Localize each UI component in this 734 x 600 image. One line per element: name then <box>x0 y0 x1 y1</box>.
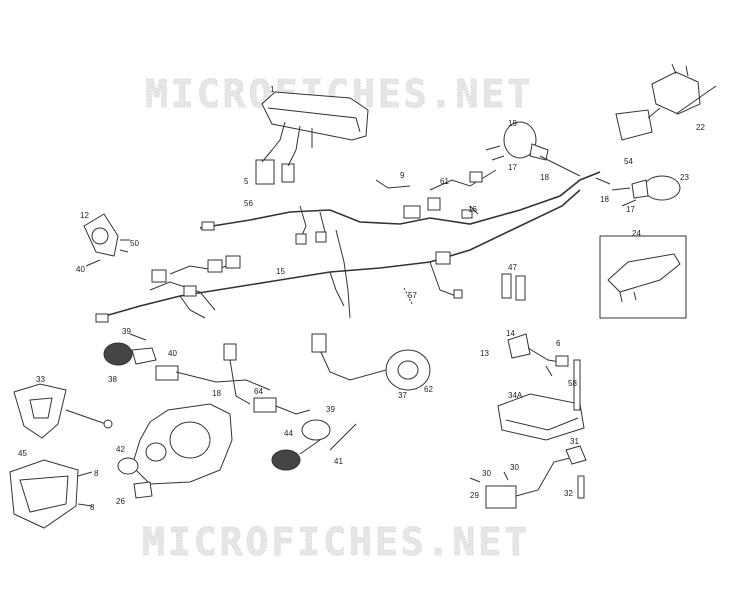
callout-29: 29 <box>470 491 479 500</box>
callout-23: 23 <box>680 173 689 182</box>
callout-31: 31 <box>570 437 579 446</box>
callout-45: 45 <box>18 449 27 458</box>
callout-64: 64 <box>254 387 263 396</box>
cdi-unit <box>497 393 585 441</box>
ignition-switch <box>223 333 431 405</box>
callout-50: 50 <box>130 239 139 248</box>
relays <box>501 273 526 301</box>
callout-30: 30 <box>482 469 491 478</box>
callout-38: 38 <box>108 375 117 384</box>
callout-12: 12 <box>80 211 89 220</box>
flasher-relay-and-rear-signal <box>253 397 357 471</box>
callout-40b: 40 <box>168 349 177 358</box>
callout-16: 16 <box>468 205 477 214</box>
callout-30b: 30 <box>510 463 519 472</box>
callout-39b: 39 <box>326 405 335 414</box>
tail-light-assembly <box>599 235 687 319</box>
callout-57: 57 <box>408 291 417 300</box>
callout-18: 18 <box>540 173 549 182</box>
callout-17: 17 <box>508 163 517 172</box>
callout-8: 8 <box>94 469 99 478</box>
sub-wires <box>375 169 497 191</box>
voltage-regulator <box>507 333 569 377</box>
headlight-bulb <box>103 333 271 391</box>
callout-18b: 18 <box>600 195 609 204</box>
callout-61: 61 <box>440 177 449 186</box>
guide-57 <box>403 287 413 305</box>
callout-42: 42 <box>116 445 125 454</box>
callout-62: 62 <box>424 385 433 394</box>
front-cowl <box>13 383 113 439</box>
callout-24: 24 <box>632 229 641 238</box>
callout-15: 15 <box>276 267 285 276</box>
mounting-stay <box>573 359 581 411</box>
callout-40: 40 <box>76 265 85 274</box>
turn-signal-right <box>611 175 681 207</box>
callout-9: 9 <box>400 171 405 180</box>
callout-44: 44 <box>284 429 293 438</box>
callout-8b: 8 <box>90 503 95 512</box>
callout-13: 13 <box>480 349 489 358</box>
callout-41: 41 <box>334 457 343 466</box>
callout-58: 58 <box>568 379 577 388</box>
guide-16 <box>469 205 479 215</box>
callout-47: 47 <box>508 263 517 272</box>
callout-37: 37 <box>398 391 407 400</box>
callout-22: 22 <box>696 123 705 132</box>
handlebar-switch-right <box>615 63 717 141</box>
callout-1: 1 <box>270 85 275 94</box>
watermark-top: MICROFICHES.NET <box>145 72 533 116</box>
callout-39: 39 <box>122 327 131 336</box>
horn <box>83 213 130 267</box>
turn-signal-left <box>485 121 549 161</box>
instrument-cluster <box>255 91 369 185</box>
callout-54: 54 <box>624 157 633 166</box>
callout-56: 56 <box>244 199 253 208</box>
main-wiring-harness <box>95 155 611 323</box>
callout-6: 6 <box>556 339 561 348</box>
callout-5: 5 <box>244 177 249 186</box>
callout-34a: 34A <box>508 391 523 400</box>
callout-14: 14 <box>506 329 515 338</box>
watermark-bottom: MICROFICHES.NET <box>142 520 530 564</box>
ignition-coil <box>469 445 587 509</box>
rear-sub-harness <box>117 403 233 499</box>
callout-19: 19 <box>508 119 517 128</box>
callout-18c: 18 <box>212 389 221 398</box>
callout-17b: 17 <box>626 205 635 214</box>
callout-26: 26 <box>116 497 125 506</box>
callout-32: 32 <box>564 489 573 498</box>
callout-33: 33 <box>36 375 45 384</box>
headlight-housing <box>9 459 93 529</box>
